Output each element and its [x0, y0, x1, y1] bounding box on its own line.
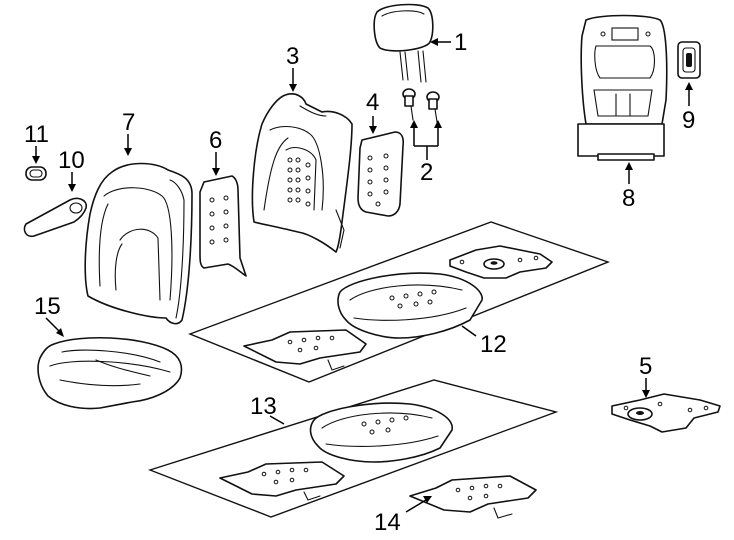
callout-5: 5: [639, 353, 652, 380]
callout-11: 11: [24, 121, 49, 148]
part-6-back-heater-side[interactable]: [199, 175, 247, 277]
seat-back-pad-vents: [287, 157, 311, 207]
callout-14: 14: [374, 509, 401, 536]
callout-3: 3: [286, 43, 299, 70]
part-14-cushion-heater[interactable]: [409, 475, 537, 519]
callout-8: 8: [622, 185, 635, 212]
callout-2: 2: [420, 159, 433, 186]
part-7-seat-back-cover[interactable]: [84, 162, 193, 325]
tray-12-sensor-module[interactable]: [449, 245, 553, 279]
callout-13: 13: [250, 393, 277, 420]
part-8-seat-back-frame[interactable]: [577, 14, 668, 161]
part-3-seat-back-pad[interactable]: [251, 93, 353, 253]
callout-6: 6: [209, 127, 222, 154]
callout-9: 9: [682, 107, 695, 134]
part-9-switch-bezel[interactable]: [677, 41, 701, 79]
part-10-armrest[interactable]: [23, 197, 88, 238]
part-11-grommet[interactable]: [25, 166, 47, 181]
tray-12-heater-mat[interactable]: [243, 329, 367, 371]
part-5-sensor-module[interactable]: [611, 393, 721, 433]
callout-4: 4: [366, 89, 379, 116]
part-4-back-heater-element[interactable]: [357, 131, 405, 217]
tray-13-heater-mat[interactable]: [219, 461, 345, 501]
part-15-seat-cushion-cover[interactable]: [37, 337, 183, 410]
callout-10: 10: [58, 147, 85, 174]
callout-labels: 1 2 3 4 5 6 7 8 9 10 11 12 13 14 15: [24, 29, 695, 536]
callout-15: 15: [34, 293, 61, 320]
callout-12: 12: [480, 331, 507, 358]
tray-13-cushion[interactable]: [309, 402, 453, 463]
callout-1: 1: [454, 29, 467, 56]
part-1-headrest[interactable]: [373, 3, 434, 83]
tray-12-cushion[interactable]: [337, 272, 483, 339]
leader-lines: [32, 38, 693, 513]
part-2-headrest-guides[interactable]: [402, 88, 440, 123]
callout-7: 7: [122, 109, 135, 136]
